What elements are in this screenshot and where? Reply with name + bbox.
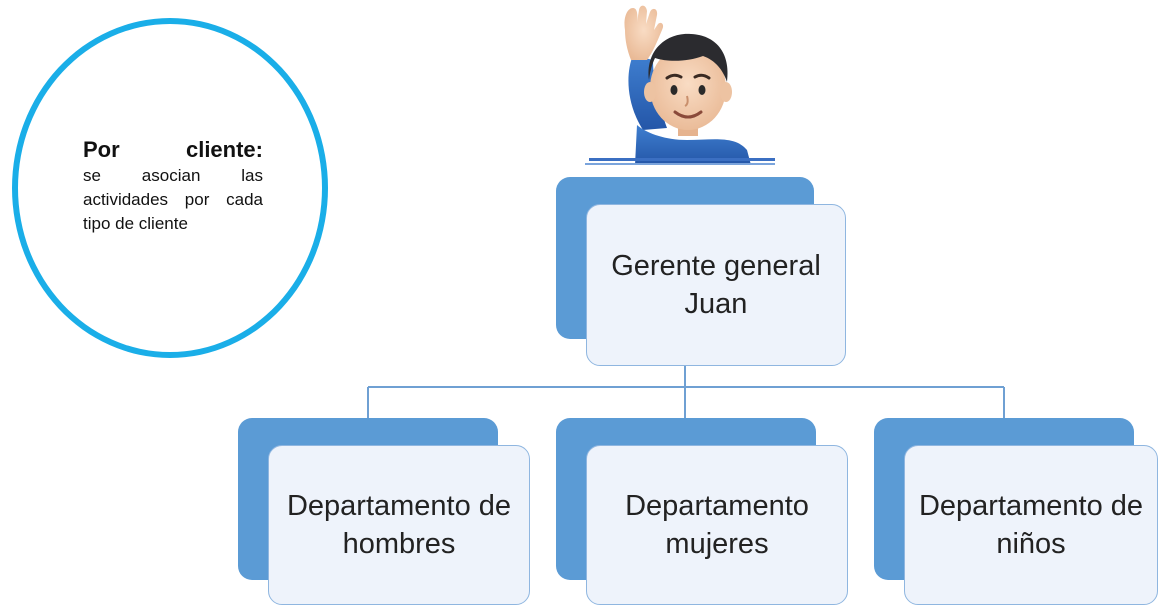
callout-body: se asocian las actividades por cada tipo… (83, 166, 263, 233)
root-node-box: Gerente general Juan (586, 204, 846, 366)
child-node-box-ninos: Departamento de niños (904, 445, 1158, 605)
callout-title: Por cliente: (83, 137, 263, 162)
callout-circle (12, 18, 328, 358)
child-node-label-hombres: Departamento de hombres (286, 490, 512, 560)
child-node-box-hombres: Departamento de hombres (268, 445, 530, 605)
child-node-label-mujeres: Departamento mujeres (625, 490, 809, 560)
child-node-box-mujeres: Departamento mujeres (586, 445, 848, 605)
child-node-label-ninos: Departamento de niños (918, 490, 1144, 560)
callout-text: Por cliente: se asocian las actividades … (83, 136, 263, 236)
root-node-label: Gerente general Juan (611, 250, 821, 320)
man-raising-hand-icon (585, 5, 775, 165)
